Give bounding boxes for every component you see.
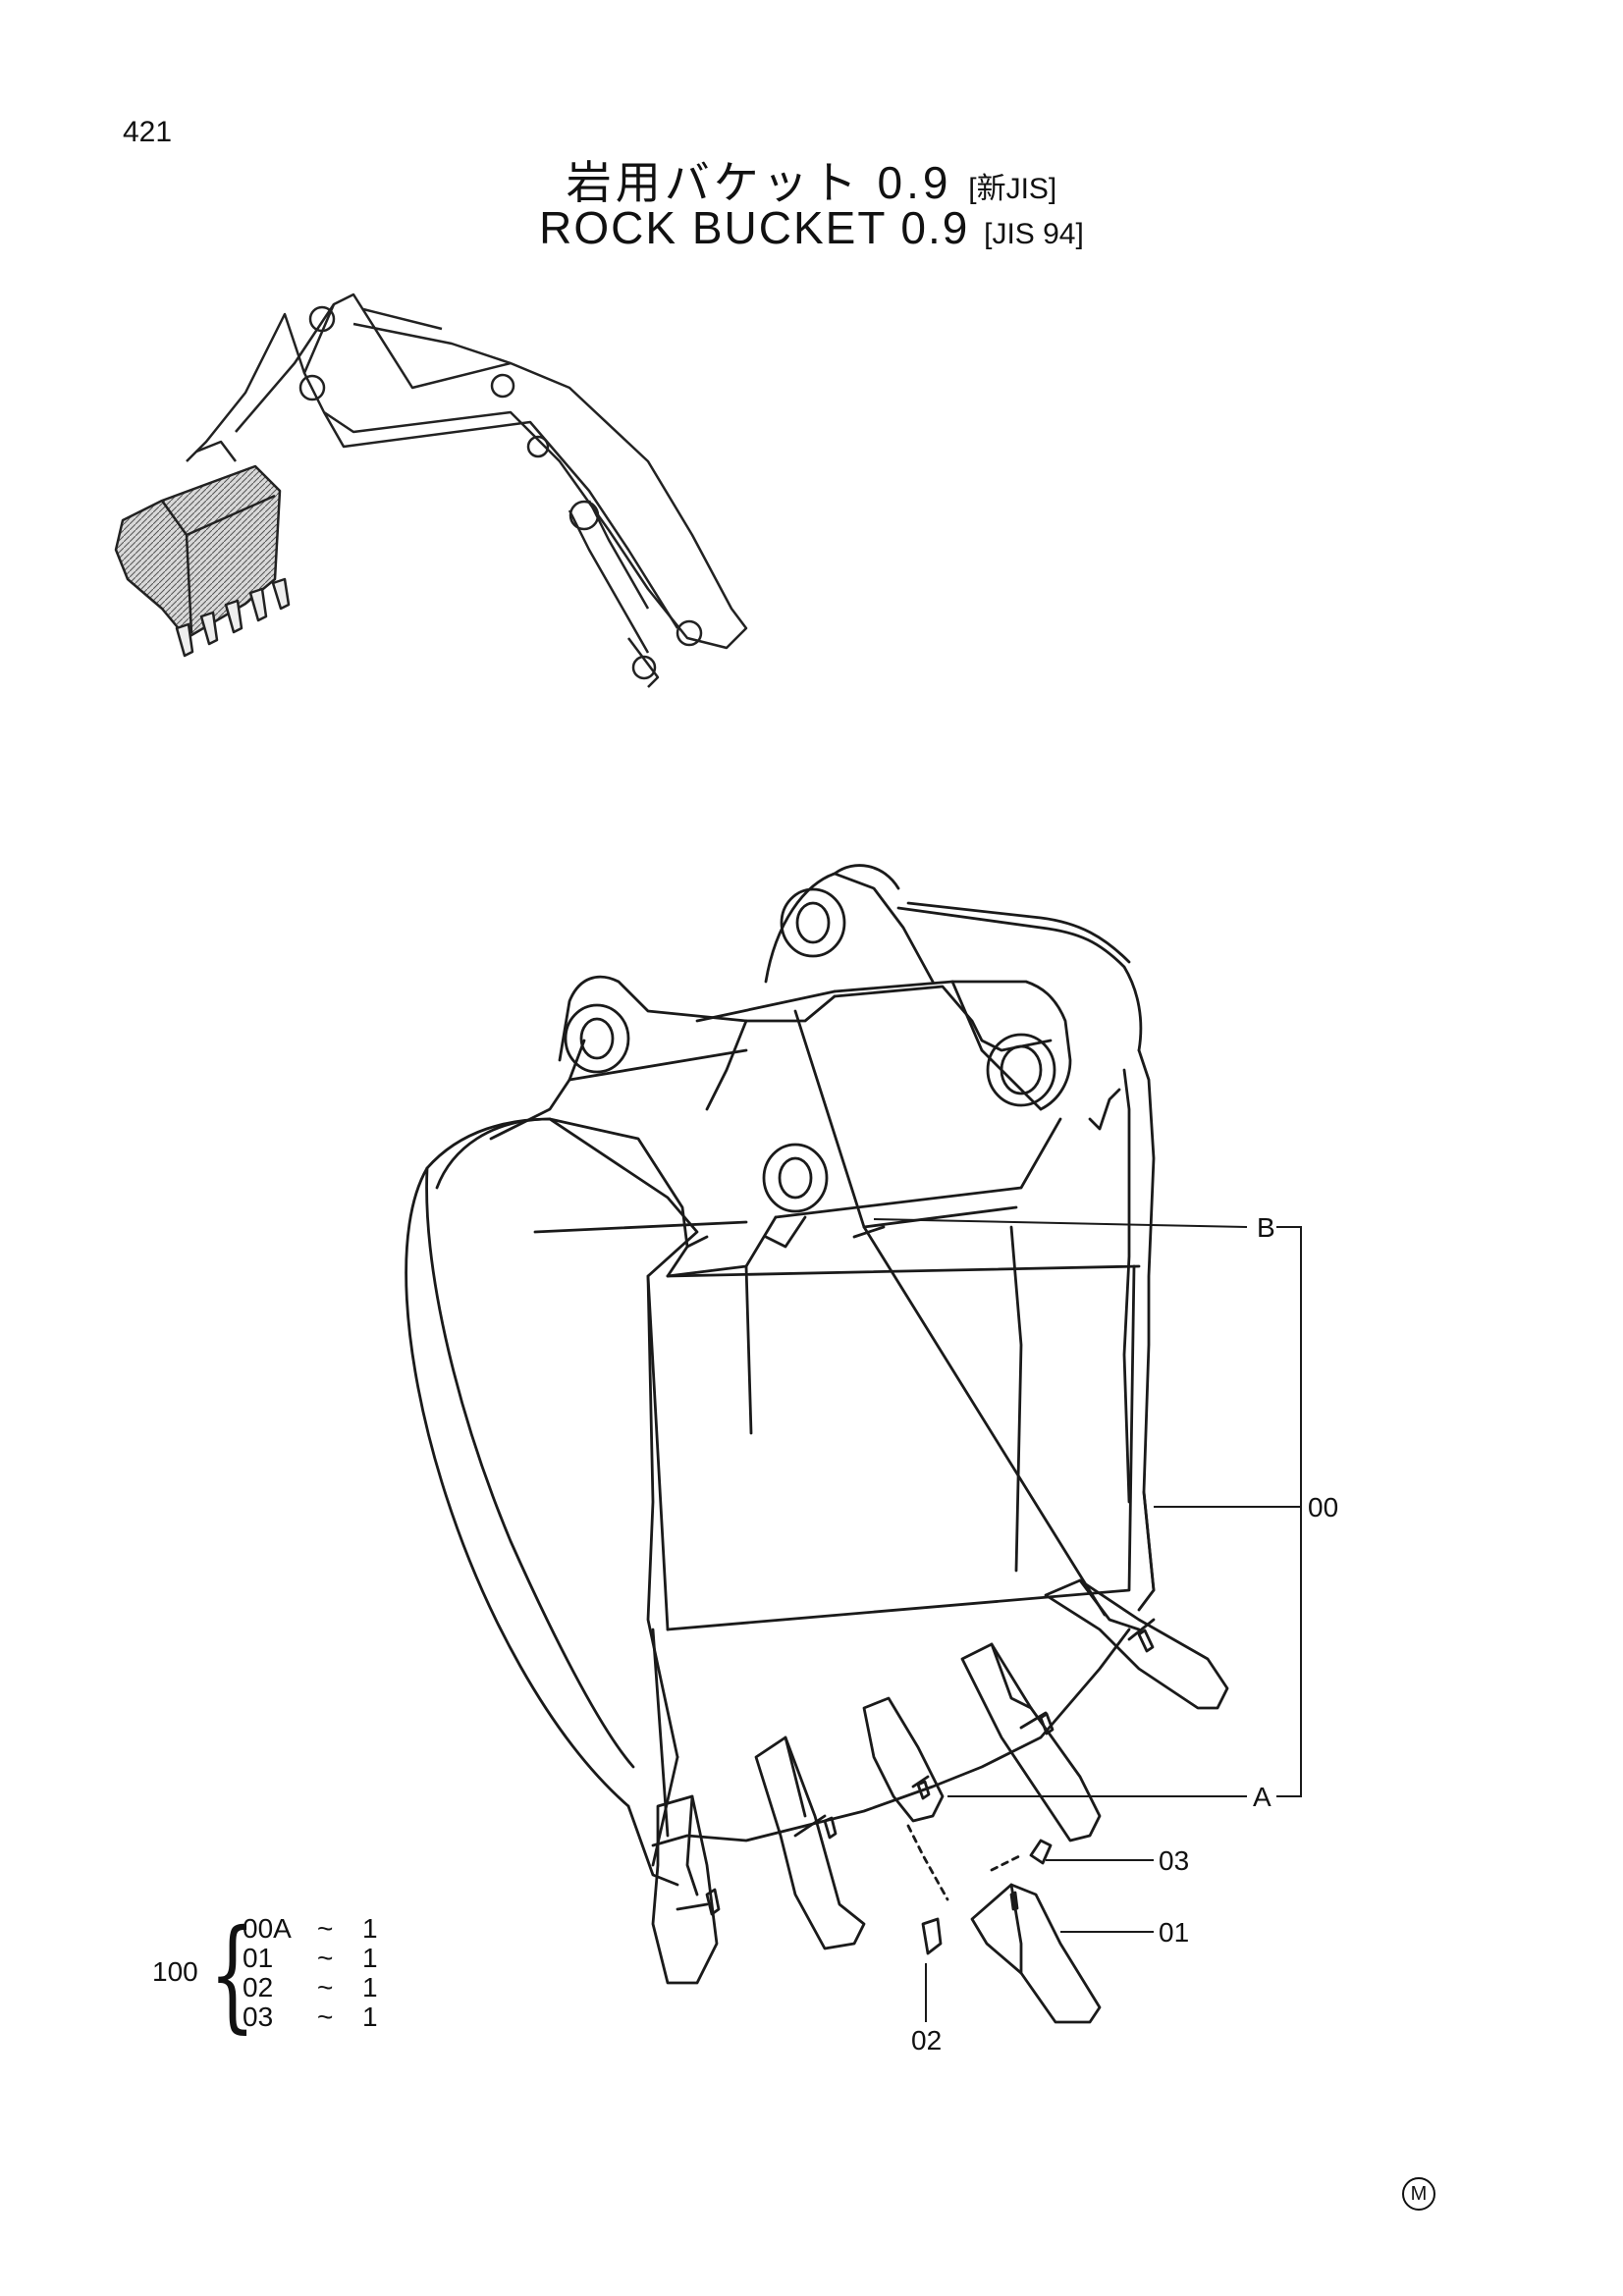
excavator-arm-thumbnail xyxy=(186,293,748,688)
kit-brace: { xyxy=(209,1904,256,2046)
callout-01: 01 xyxy=(1159,1917,1189,1948)
kit-row-tilde: ~ xyxy=(317,1972,334,2002)
kit-row-qty: 1 xyxy=(362,2002,378,2032)
title-japanese: 岩用バケット 0.9 [新JIS] xyxy=(0,147,1623,212)
callout-03: 03 xyxy=(1159,1845,1189,1876)
kit-row-code: 02 xyxy=(243,1972,274,2002)
kit-row-tilde: ~ xyxy=(317,1943,334,1973)
kit-parent-number: 100 xyxy=(152,1956,198,1987)
kit-row-code: 03 xyxy=(243,2002,274,2032)
callout-02: 02 xyxy=(911,2025,942,2056)
kit-row: 03 ~1 xyxy=(243,2002,378,2032)
callout-labels: B 00 A 03 01 02 xyxy=(911,1212,1338,2056)
callout-b: B xyxy=(1257,1212,1275,1243)
kit-row: 01 ~1 xyxy=(243,1944,378,1973)
rock-bucket-drawing xyxy=(405,864,1229,2024)
callout-a: A xyxy=(1253,1782,1271,1812)
kit-rows: 00A ~1 01 ~1 02 ~1 03 ~1 xyxy=(243,1914,378,2032)
kit-row: 02 ~1 xyxy=(243,1973,378,2002)
page-number: 421 xyxy=(123,116,173,148)
kit-row-tilde: ~ xyxy=(317,2002,334,2032)
kit-row-qty: 1 xyxy=(362,1972,378,2002)
kit-row-tilde: ~ xyxy=(317,1913,334,1944)
kit-row-code: 00A xyxy=(243,1913,292,1944)
kit-row-code: 01 xyxy=(243,1943,274,1973)
thumbnail-bucket xyxy=(114,464,291,658)
title-japanese-standard: [新JIS] xyxy=(968,173,1057,205)
kit-row: 00A ~1 xyxy=(243,1914,378,1944)
title-japanese-main: 岩用バケット 0.9 xyxy=(566,157,952,208)
title-english: ROCK BUCKET 0.9 [JIS 94] xyxy=(0,201,1623,254)
kit-row-qty: 1 xyxy=(362,1913,378,1944)
kit-row-qty: 1 xyxy=(362,1943,378,1973)
title-english-main: ROCK BUCKET 0.9 xyxy=(539,202,970,253)
title-english-standard: [JIS 94] xyxy=(984,218,1084,250)
callout-00: 00 xyxy=(1308,1492,1338,1522)
maker-mark: M xyxy=(1402,2177,1435,2211)
callout-leaders xyxy=(873,1218,1302,2022)
